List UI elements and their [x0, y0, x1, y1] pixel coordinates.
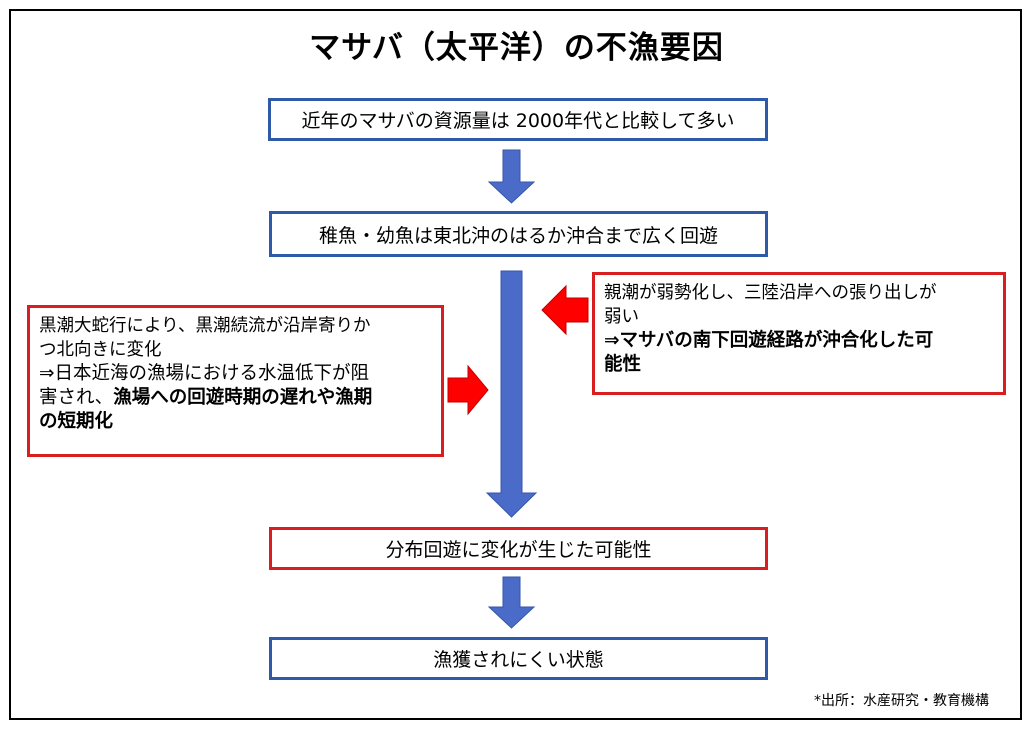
flow-step-3-text: 分布回遊に変化が生じた可能性 — [385, 539, 652, 561]
arrow-down-icon — [487, 149, 536, 204]
slide-frame — [9, 9, 1022, 720]
arrow-left-icon — [541, 284, 589, 336]
right-note-oyashio: 親潮が弱勢化し、三陸沿岸への張り出しが 弱い ⇒マサバの南下回遊経路が沖合化した… — [592, 272, 1006, 395]
right-note-line-3: ⇒マサバの南下回遊経路が沖合化した可 — [604, 329, 994, 353]
right-note-line-4: 能性 — [604, 353, 994, 377]
flow-step-4: 漁獲されにくい状態 — [269, 637, 768, 680]
page-title: マサバ（太平洋）の不漁要因 — [309, 30, 724, 66]
flow-step-2: 稚魚・幼魚は東北沖のはるか沖合まで広く回遊 — [269, 211, 768, 257]
left-note-line-4-plain: 害され、 — [39, 387, 114, 408]
left-note-line-4-bold: 漁場への回遊時期の遅れや漁期 — [113, 387, 373, 408]
left-note-line-2: つ北向きに変化 — [39, 340, 162, 360]
left-note-line-4: 害され、漁場への回遊時期の遅れや漁期 — [39, 386, 432, 410]
arrow-right-icon — [447, 364, 489, 416]
flow-step-1: 近年のマサバの資源量は 2000年代と比較して多い — [268, 98, 768, 141]
right-note-line-3-bold: ⇒マサバの南下回遊経路が沖合化した可 — [604, 330, 934, 351]
left-note-line-3: ⇒日本近海の漁場における水温低下が阻 — [39, 363, 370, 384]
left-note-line-1: 黒潮大蛇行により、黒潮続流が沿岸寄りか — [39, 316, 371, 336]
right-note-line-1: 親潮が弱勢化し、三陸沿岸への張り出しが — [604, 283, 937, 303]
source-credit: *出所：水産研究・教育機構 — [814, 693, 989, 709]
flow-step-1-text: 近年のマサバの資源量は 2000年代と比較して多い — [301, 110, 735, 132]
flow-step-2-text: 稚魚・幼魚は東北沖のはるか沖合まで広く回遊 — [318, 224, 718, 247]
right-note-line-2: 弱い — [604, 307, 639, 327]
left-note-kuroshio: 黒潮大蛇行により、黒潮続流が沿岸寄りか つ北向きに変化 ⇒日本近海の漁場における… — [27, 305, 444, 457]
left-note-line-5: の短期化 — [39, 410, 432, 434]
left-note-line-5-bold: の短期化 — [39, 411, 114, 432]
flow-step-3: 分布回遊に変化が生じた可能性 — [269, 527, 768, 570]
flow-step-4-text: 漁獲されにくい状態 — [433, 649, 604, 671]
arrow-down-icon — [487, 576, 536, 629]
arrow-down-icon — [485, 270, 538, 518]
right-note-line-4-bold: 能性 — [604, 354, 642, 375]
